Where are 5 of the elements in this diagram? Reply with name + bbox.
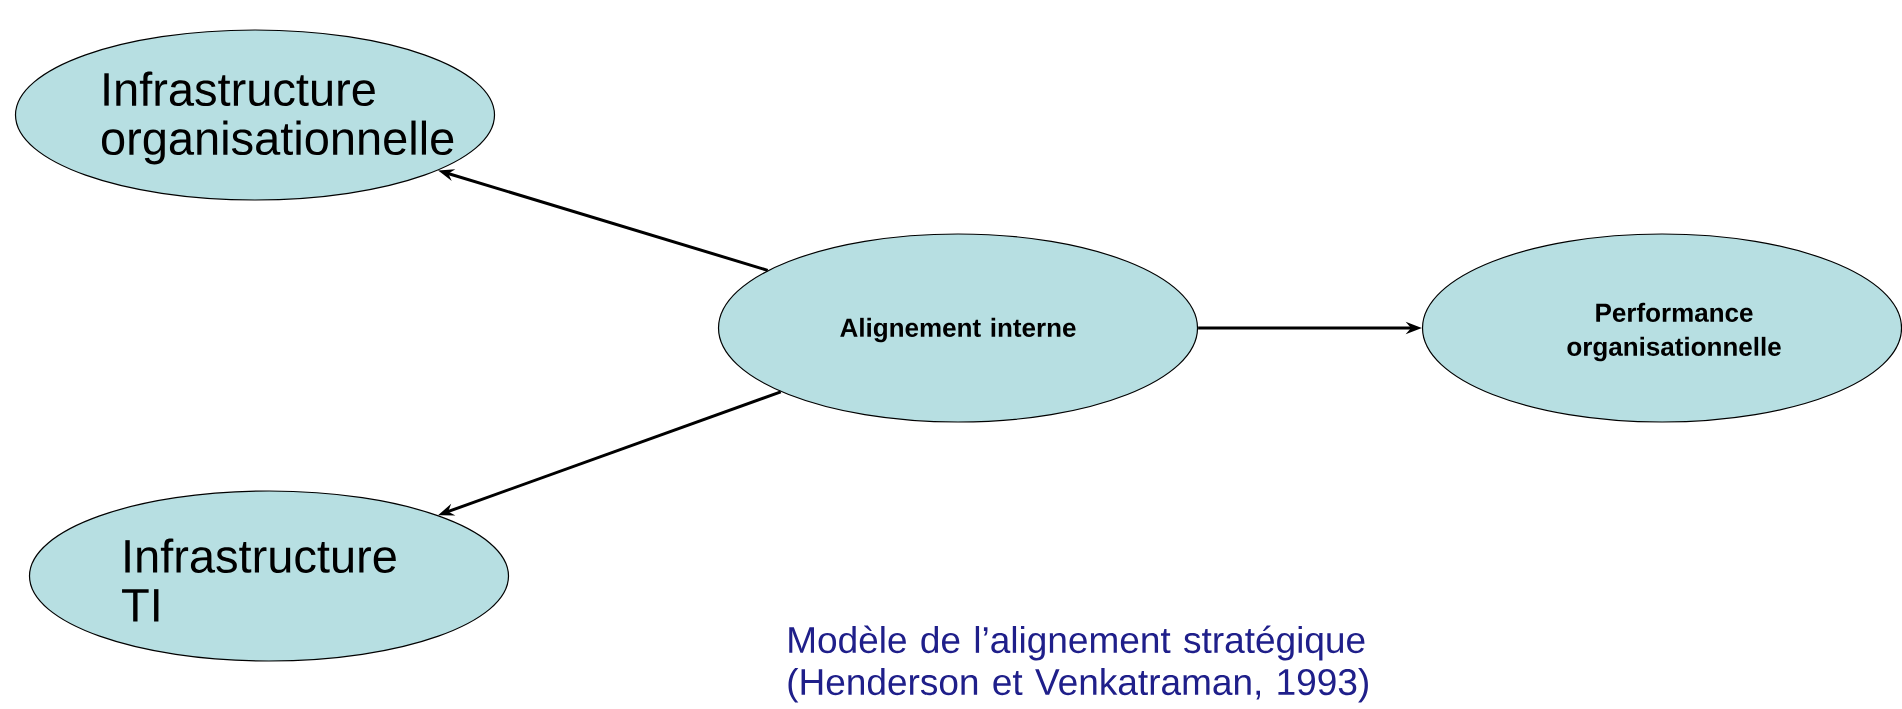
ellipse-node: Infrastructure TI bbox=[28, 490, 510, 662]
caption: Modèle de l’alignement stratégique (Henderson et Venkatraman, 1993) bbox=[788, 625, 1368, 703]
ellipse-node: Performance organisationnelle bbox=[1421, 233, 1902, 423]
ellipse-node: Infrastructure organisationnelle bbox=[14, 29, 496, 201]
ellipse-node: Alignement interne bbox=[717, 233, 1199, 423]
